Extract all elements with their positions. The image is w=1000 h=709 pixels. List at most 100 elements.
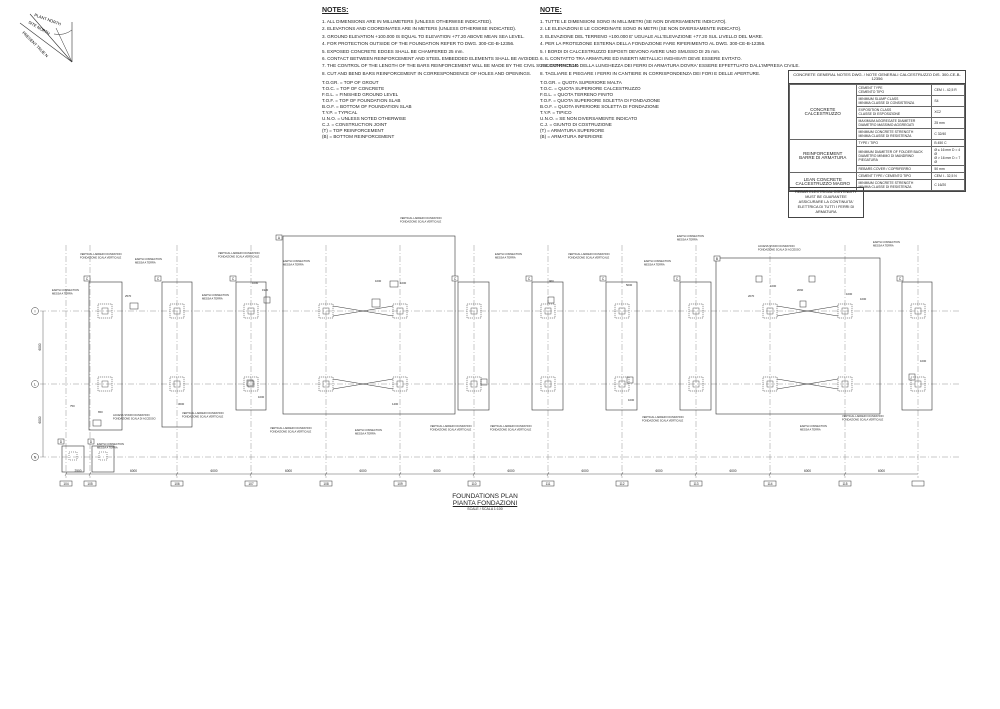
anchor-bolt-group <box>914 380 922 388</box>
anchor-bolt-group <box>841 380 849 388</box>
anchor-plate <box>98 451 108 461</box>
anchor-plate <box>392 303 408 319</box>
callout-label: EARTH CONNECTION <box>355 428 382 432</box>
small-dimension: 1000 <box>770 284 777 288</box>
anchor-plate <box>169 303 185 319</box>
callout-label: FONDAZIONE SCALA VERTICALE <box>490 427 531 431</box>
slab-tag-label: A <box>278 236 281 240</box>
slab-tag-label: C <box>676 277 679 281</box>
callout-label: FONDAZIONE SCALA DI ACCESSO <box>113 416 156 420</box>
spec-group-concrete: CONCRETE CALCESTRUZZO <box>789 84 857 140</box>
abbreviation-line-it: U.N.O. = SE NON DIVERSAMENTE INDICATO <box>540 116 638 122</box>
slab-tag-label: C <box>528 277 531 281</box>
anchor-bolt-group <box>692 380 700 388</box>
slab-tag <box>275 234 283 241</box>
callout-label: EARTH CONNECTION <box>202 293 229 297</box>
abbreviation-line: C.J. = CONSTRUCTION JOINT <box>322 122 387 128</box>
callout-label: FONDAZIONE SCALA VERTICALE <box>80 255 121 259</box>
abbreviation-line-it: (B) = ARMATURA INFERIORE <box>540 134 603 140</box>
note-line: 7. THE CONTROL OF THE LENGTH OF THE BARS… <box>322 63 580 69</box>
callout-label: ACCESS STAIR FOUNDATION <box>758 244 795 248</box>
slab-tag <box>57 438 65 445</box>
callout-label: FONDAZIONE SCALA VERTICALE <box>182 414 223 418</box>
slab-tag <box>525 275 533 282</box>
small-pad <box>908 373 916 381</box>
dimension-tick <box>88 471 92 477</box>
slab-tag-label: B <box>716 257 718 261</box>
abbreviation-line-it: F.G.L. = QUOTA TERRENO FINITO <box>540 92 614 98</box>
callout-label: MESSA A TERRA <box>644 262 665 266</box>
anchor-bolt-group <box>544 307 552 315</box>
callout-label: FONDAZIONE SCALA VERTICALE <box>270 429 311 433</box>
small-dimension: 750 <box>70 404 75 408</box>
slab-tag <box>451 275 459 282</box>
abbreviation-line: (B) = BOTTOM REINFORCEMENT <box>322 134 395 140</box>
note-line-it: 4. PER LA PROTEZIONE ESTERNA DELLA FONDA… <box>540 41 766 47</box>
dimension-text: 6000 <box>729 469 736 473</box>
[object Object] <box>282 235 456 415</box>
grid-col-label: 114 <box>767 482 772 486</box>
foundation-slab <box>531 281 564 411</box>
callout-label: FONDAZIONE SCALA VERTICALE <box>430 427 471 431</box>
abbreviation-line: T.O.F. = TOP OF FOUNDATION SLAB <box>322 98 401 104</box>
dimension-text: 6000 <box>130 469 137 473</box>
anchor-plate <box>762 303 778 319</box>
anchor-bolt-group <box>101 380 109 388</box>
plan-title: FOUNDATIONS PLAN <box>452 493 518 500</box>
dimension-text: 6000 <box>507 469 514 473</box>
abbreviation-line-it: T.O.GR. = QUOTA SUPERIORE MALTA <box>540 80 622 86</box>
grid-bubble-row <box>31 380 39 388</box>
small-pad <box>755 275 763 283</box>
small-dimension: 960 <box>549 279 554 283</box>
anchor-bolt-group <box>101 307 109 315</box>
north-arrow-line-4 <box>55 27 73 63</box>
small-dimension: 1000 <box>846 292 853 296</box>
abbreviation-line: F.G.L. = FINISHED GROUND LEVEL <box>322 92 399 98</box>
callout-label: FONDAZIONE SCALA VERTICALE <box>642 418 683 422</box>
spec-key: EXPOSITION CLASS CLASSE DI ESPOSIZIONE <box>855 106 933 118</box>
small-pad <box>808 275 816 283</box>
grid-bubble-col <box>911 480 925 487</box>
spec-key: MINIMUM CONCRETE STRENGTH MINIMA CLASSE … <box>855 179 933 191</box>
slab-tag <box>154 275 162 282</box>
grid-col-label: 112 <box>619 482 624 486</box>
callout-label: EARTH CONNECTION <box>135 257 162 261</box>
slab-tag <box>673 275 681 282</box>
note-line-it: 5. I BORDI DI CALCESTRUZZO ESPOSTI DEVON… <box>540 48 721 54</box>
anchor-plate <box>318 303 334 319</box>
plan-scale: SCALE / SCALA 1:100 <box>467 507 503 511</box>
small-pad <box>799 300 807 308</box>
small-pad <box>547 296 555 304</box>
dimension-tick <box>398 471 402 477</box>
grid-bubble-col <box>763 480 777 487</box>
dimension-text: 6000 <box>210 469 217 473</box>
callout-label: VERTICAL LADDER FOUNDATION <box>568 252 610 256</box>
slab-tag <box>599 275 607 282</box>
grid-bubble-col <box>467 480 481 487</box>
dimension-text: 6000 <box>581 469 588 473</box>
callout-label: FONDAZIONE SCALA VERTICALE <box>568 255 609 259</box>
anchor-bolt-group <box>692 307 700 315</box>
spec-value: C 16/20 <box>931 179 965 191</box>
grid-bubble-col <box>244 480 258 487</box>
grid-bubble-col <box>170 480 184 487</box>
anchor-plate <box>910 303 926 319</box>
abbreviation-line: (T) = TOP REINFORCEMENT <box>322 128 384 134</box>
abbreviation-line-it: B.O.F. = QUOTA INFERIORE SOLETTA DI FOND… <box>540 104 659 110</box>
dimension-tick <box>694 471 698 477</box>
slab-tag-label: C <box>454 277 457 281</box>
bracing-line <box>332 305 394 317</box>
small-pad <box>92 419 102 427</box>
note-line: 8. CUT AND BEND BARS REINFORCEMENT IN CO… <box>322 70 532 76</box>
grid-col-label: 109 <box>397 482 403 486</box>
abbreviation-line: T.O.C. = TOP OF CONCRETE <box>322 86 385 92</box>
callout-label: MESSA A TERRA <box>677 237 698 241</box>
anchor-bolt-group <box>322 380 330 388</box>
callout-label: VERTICAL LADDER FOUNDATION <box>842 414 884 418</box>
spec-key: MINIMUM CONCRETE STRENGTH MINIMA CLASSE … <box>855 128 933 140</box>
small-dimension: 1000 <box>860 297 867 301</box>
